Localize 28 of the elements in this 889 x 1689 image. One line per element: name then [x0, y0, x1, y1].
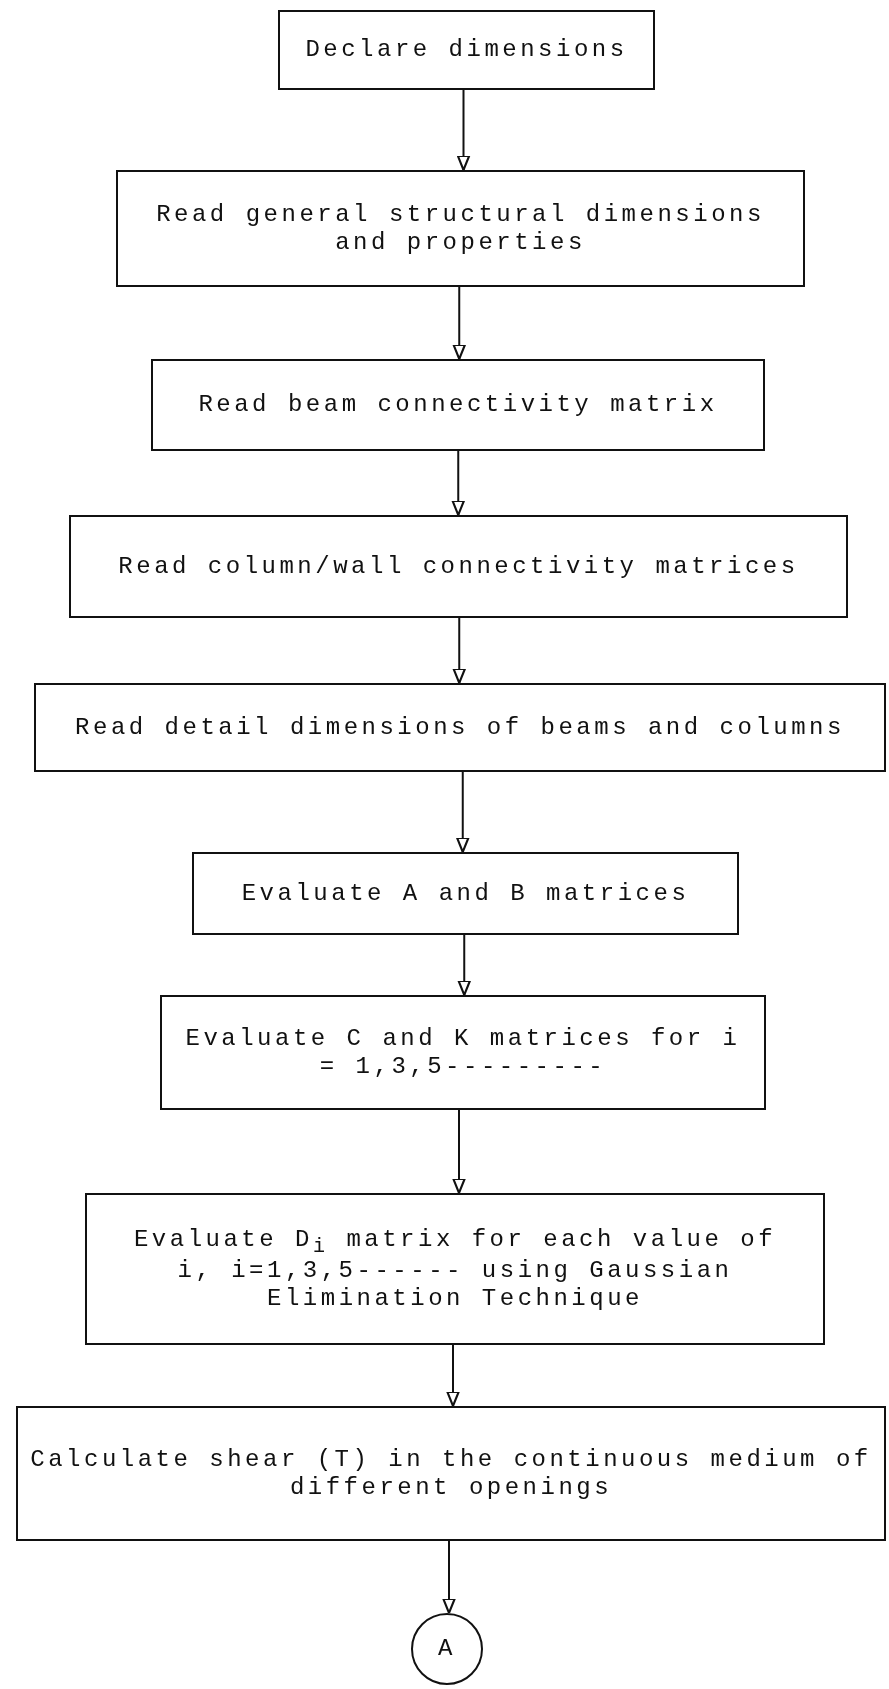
process-box: [116, 170, 805, 287]
arrow: [457, 934, 471, 997]
process-box: [69, 515, 848, 618]
process-box: [151, 359, 765, 451]
process-box: [16, 1406, 886, 1541]
arrow: [452, 1109, 466, 1195]
process-box: [278, 10, 655, 90]
process-box: [192, 852, 739, 935]
arrow: [452, 617, 466, 685]
step-text: Read detail dimensions of beams and columns: [75, 713, 845, 742]
process-box: [34, 683, 886, 772]
step-text: Evaluate A and B matrices: [241, 879, 690, 908]
step-text: Calculate shear (T) in the continuous medium of different openings: [29, 1445, 873, 1502]
arrow: [442, 1540, 456, 1615]
step-text: Declare dimensions: [305, 36, 628, 64]
arrow: [456, 771, 470, 854]
process-box: [160, 995, 766, 1110]
process-box: [85, 1193, 825, 1345]
step-text: Read beam connectivity matrix: [198, 391, 718, 419]
step-text: Read column/wall connectivity matrices: [118, 552, 799, 581]
step-text: Read general structural dimensions and properties: [155, 200, 766, 257]
step-text: A: [438, 1635, 456, 1663]
arrow: [456, 89, 471, 172]
arrow: [451, 450, 465, 517]
arrow: [446, 1344, 460, 1408]
step-text: Evaluate C and K matrices for i = 1,3,5---------: [184, 1024, 742, 1081]
arrow: [452, 286, 466, 361]
step-text: Evaluate D$_{i}$ matrix for each value of i, i=1,3,5------ using Gaussian Elimination Technique: [132, 1225, 778, 1313]
